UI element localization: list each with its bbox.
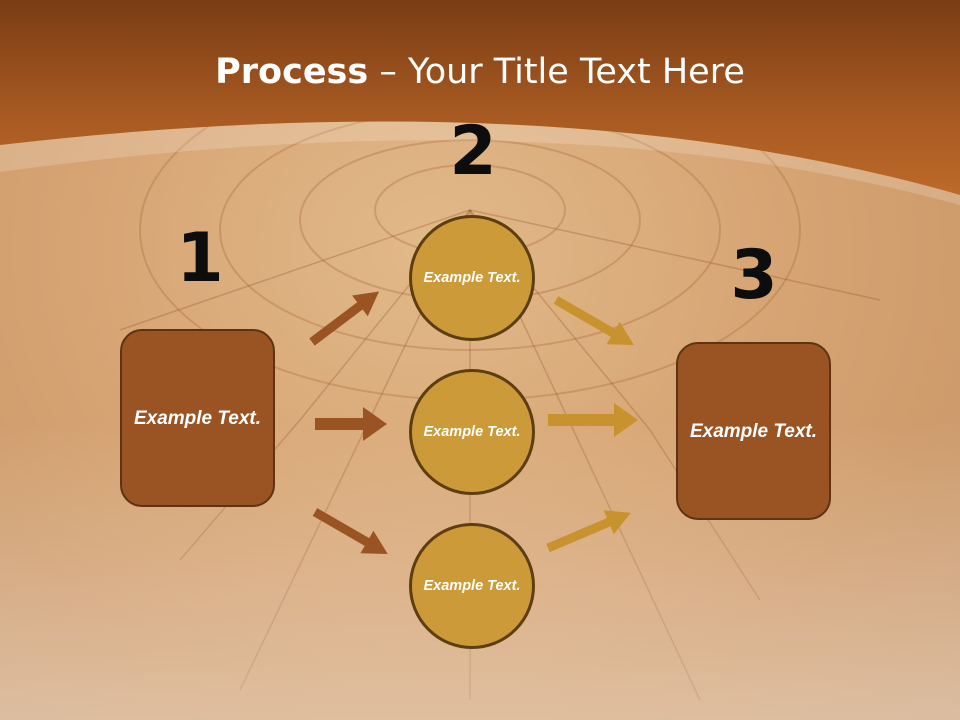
step-3-box: Example Text.	[676, 342, 831, 520]
slide-title: Process – Your Title Text Here	[0, 52, 960, 92]
arrows-right	[546, 296, 638, 553]
step-number-3: 3	[730, 236, 778, 315]
step-2-circle-middle: Example Text.	[409, 369, 535, 495]
step-2-circle-bottom: Example Text.	[409, 523, 535, 649]
header-glow	[0, 121, 960, 205]
title-bold: Process	[215, 52, 369, 92]
step-number-1: 1	[176, 219, 224, 298]
step-number-2: 2	[449, 112, 497, 191]
step-2-circle-top: Example Text.	[409, 215, 535, 341]
step-3-label: Example Text.	[689, 420, 818, 442]
step-2-label-middle: Example Text.	[423, 423, 521, 440]
arrows-left	[309, 291, 388, 554]
arrow-straight-left	[315, 407, 387, 441]
title-rest: – Your Title Text Here	[368, 52, 745, 92]
arrow-up-right-right	[546, 510, 631, 553]
step-2-label-bottom: Example Text.	[423, 577, 521, 594]
step-2-label-top: Example Text.	[423, 269, 521, 286]
step-1-box: Example Text.	[120, 329, 275, 507]
arrow-down-right-left	[312, 508, 388, 554]
arrow-down-right-right	[553, 296, 634, 345]
arrow-up-right-left	[309, 291, 380, 346]
step-1-label: Example Text.	[133, 407, 262, 429]
arrow-straight-right	[548, 403, 638, 437]
header-band	[0, 0, 960, 195]
